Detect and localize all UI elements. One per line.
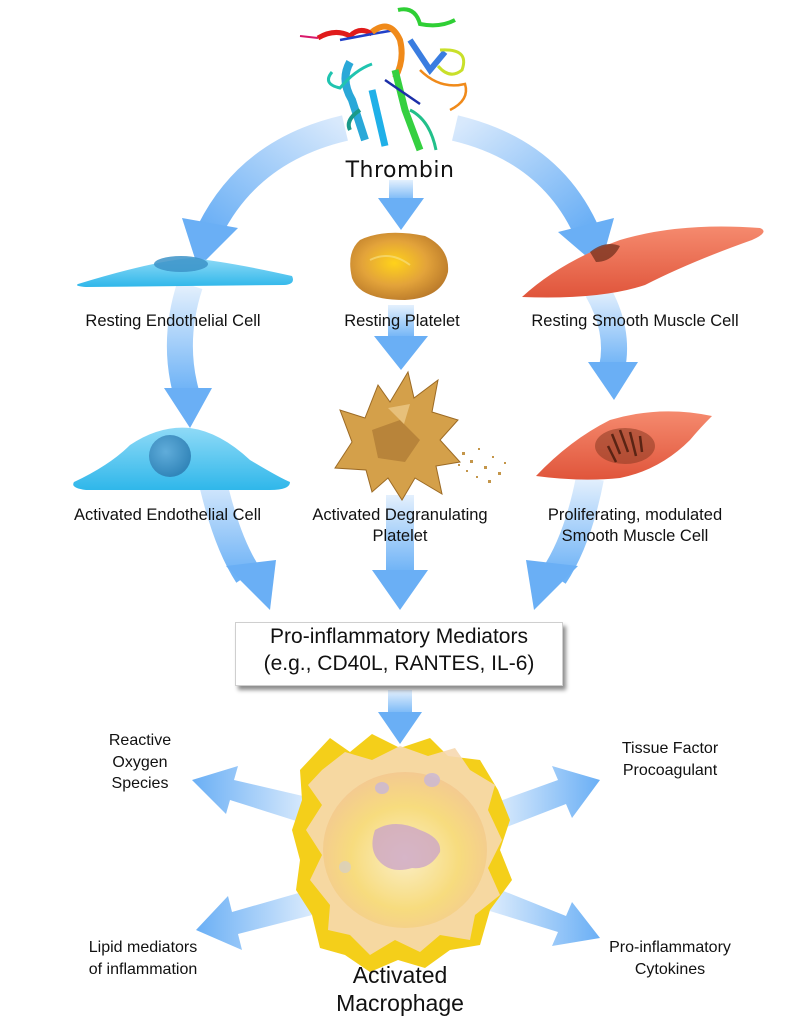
activated-degranulating-platelet-icon — [334, 370, 506, 501]
proliferating-smooth-muscle-cell-icon — [536, 411, 712, 480]
resting-endothelial-cell-label: Resting Endothelial Cell — [85, 312, 261, 330]
resting-endothelial-cell-icon — [77, 256, 293, 287]
arrow-to-lipid-mediators — [196, 888, 324, 950]
pro-inflammatory-mediators-box: Pro-inflammatory Mediators (e.g., CD40L,… — [235, 622, 563, 686]
arrow-mediators-to-macrophage — [378, 690, 422, 744]
arrow-platelet-resting-to-activated — [374, 305, 428, 370]
reactive-oxygen-species-label: Reactive Oxygen Species — [90, 730, 190, 795]
arrow-to-reactive-oxygen-species — [192, 766, 320, 826]
label-line: Oxygen — [112, 753, 168, 771]
label-line: Species — [111, 775, 169, 793]
activated-degranulating-platelet-label: Activated Degranulating Platelet — [290, 505, 510, 546]
granule-particles — [458, 448, 506, 483]
tissue-factor-procoagulant-label: Tissue Factor Procoagulant — [595, 738, 745, 781]
proliferating-smooth-muscle-cell-label: Proliferating, modulated Smooth Muscle C… — [525, 505, 745, 546]
arrow-thrombin-to-smooth-muscle — [451, 115, 614, 268]
pro-inflammatory-cytokines-label: Pro-inflammatory Cytokines — [590, 937, 750, 980]
resting-smooth-muscle-cell-icon — [522, 226, 764, 298]
arrow-endothelial-to-mediators — [196, 467, 276, 610]
arrow-to-tissue-factor — [486, 766, 600, 832]
thrombin-label: Thrombin — [345, 158, 455, 183]
label-line: Lipid mediators — [88, 939, 198, 956]
resting-platelet-label: Resting Platelet — [344, 312, 460, 330]
arrow-thrombin-to-platelet — [378, 180, 424, 230]
lipid-mediators-label: Lipid mediators of inflammation — [68, 937, 218, 980]
resting-platelet-icon — [350, 232, 449, 300]
label-line: Platelet — [372, 526, 428, 545]
label-line: Activated — [352, 962, 448, 988]
label-line: Pro-inflammatory — [609, 939, 731, 956]
label-line: Proliferating, modulated — [547, 506, 723, 524]
label-line: of inflammation — [88, 960, 198, 978]
label-line: Tissue Factor — [621, 740, 719, 757]
arrow-endothelial-resting-to-activated — [164, 280, 212, 428]
activated-macrophage-label: Activated Macrophage — [320, 962, 480, 1017]
activated-endothelial-cell-icon — [73, 427, 290, 490]
arrow-to-pro-inflammatory-cytokines — [480, 884, 600, 946]
arrow-platelet-to-mediators — [372, 495, 428, 610]
resting-smooth-muscle-cell-label: Resting Smooth Muscle Cell — [531, 312, 739, 330]
mediators-examples: (e.g., CD40L, RANTES, IL-6) — [263, 652, 535, 676]
label-line: Cytokines — [634, 960, 706, 978]
label-line: Reactive — [108, 732, 172, 749]
arrow-thrombin-to-endothelial — [182, 115, 349, 268]
label-line: Smooth Muscle Cell — [561, 526, 709, 545]
arrow-smooth-muscle-resting-to-activated — [585, 283, 638, 400]
label-line: Macrophage — [336, 989, 464, 1016]
label-line: Activated Degranulating — [312, 506, 488, 524]
mediators-title: Pro-inflammatory Mediators — [270, 625, 528, 648]
activated-macrophage-icon — [292, 734, 512, 972]
activated-endothelial-cell-label: Activated Endothelial Cell — [73, 506, 262, 524]
thrombin-protein-structure-icon — [299, 7, 468, 152]
arrow-smooth-muscle-to-mediators — [526, 475, 604, 610]
label-line: Procoagulant — [622, 761, 718, 779]
